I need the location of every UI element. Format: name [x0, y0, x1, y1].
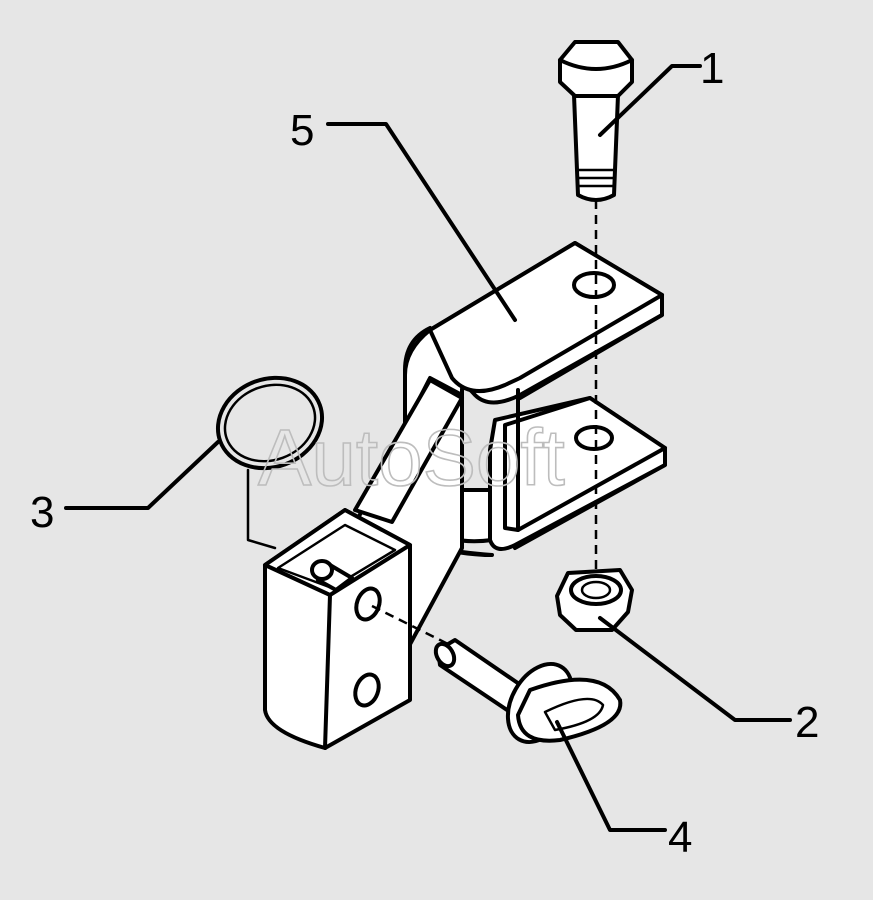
callout-2: 2	[795, 698, 819, 747]
ring-guide-line	[246, 468, 277, 550]
pin-holder-block	[263, 376, 464, 750]
bolt-part-1	[558, 40, 634, 202]
watermark-text: AutoSoft	[258, 413, 565, 502]
leader-line-2	[598, 616, 792, 722]
callout-1: 1	[700, 44, 724, 93]
callout-4: 4	[668, 813, 692, 862]
nut-part-2	[555, 568, 634, 632]
ring-part-3	[215, 375, 325, 471]
leader-line-1	[598, 64, 702, 137]
leader-line-3	[64, 440, 220, 510]
leader-line-4	[555, 720, 667, 832]
bracket-part-5	[403, 241, 667, 557]
callout-3: 3	[30, 488, 54, 537]
leader-line-5	[326, 122, 517, 322]
pin-part-4	[433, 638, 623, 744]
callout-5: 5	[290, 106, 314, 155]
